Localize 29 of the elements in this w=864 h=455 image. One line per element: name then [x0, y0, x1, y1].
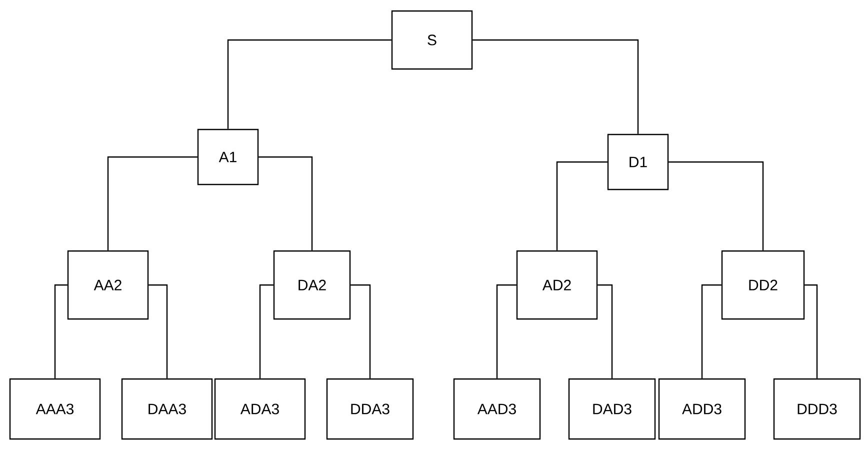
tree-node-box: DD2: [721, 250, 805, 320]
connector-line: [148, 284, 168, 378]
tree-node-box: AD2: [516, 250, 598, 320]
connector-line: [804, 284, 818, 378]
tree-node-box: D1: [607, 134, 669, 190]
connector-line: [472, 39, 639, 134]
connector-line: [350, 284, 371, 378]
tree-node-box: ADA3: [214, 378, 306, 440]
connector-line: [496, 284, 516, 378]
tree-node-box: DAA3: [121, 378, 213, 440]
connector-line: [556, 161, 608, 250]
tree-node-box: DA2: [273, 250, 351, 320]
tree-node-box: AA2: [67, 250, 149, 320]
connector-line: [258, 156, 313, 250]
connector-line: [668, 161, 764, 250]
connector-line: [259, 284, 274, 378]
tree-node-box: AAA3: [9, 378, 101, 440]
connector-line: [701, 284, 722, 378]
tree-node-box: ADD3: [658, 378, 746, 440]
connector-line: [227, 39, 392, 129]
tree-node-box: DAD3: [568, 378, 656, 440]
tree-node-box: S: [391, 10, 473, 70]
tree-node-box: A1: [197, 128, 259, 186]
connector-line: [107, 156, 198, 250]
connector-line: [598, 284, 613, 378]
tree-node-box: DDA3: [326, 378, 414, 440]
tree-node-box: DDD3: [773, 378, 861, 440]
connector-line: [54, 284, 68, 378]
tree-node-box: AAD3: [453, 378, 541, 440]
